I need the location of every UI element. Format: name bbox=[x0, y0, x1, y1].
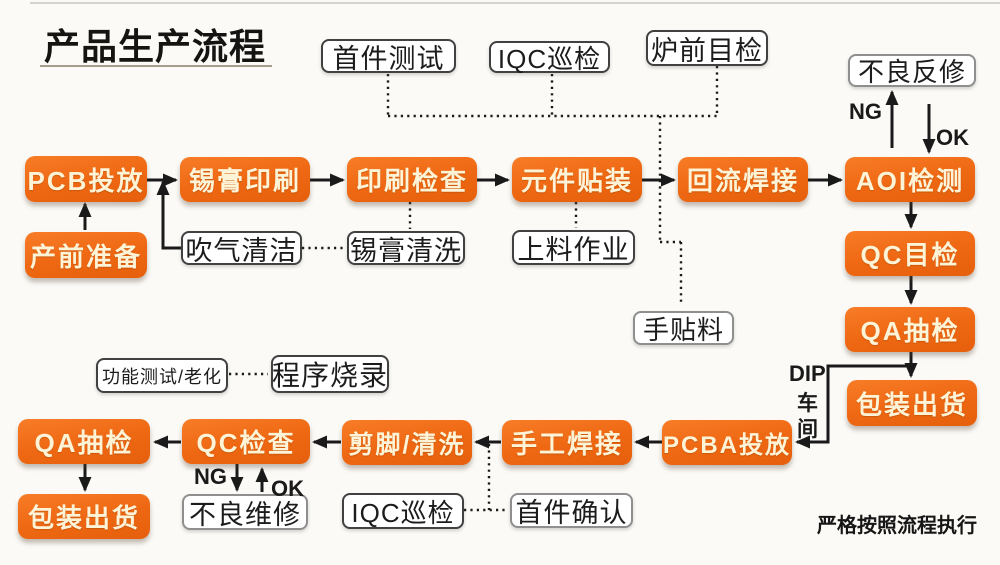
node-qa-choujian-right: QA抽检 bbox=[845, 307, 975, 352]
node-qc-jiancha: QC检查 bbox=[182, 419, 310, 464]
node-qa-choujian-bottom: QA抽检 bbox=[18, 419, 150, 464]
top-edge-artifact bbox=[30, 2, 1000, 4]
node-xigao-yinshua: 锡膏印刷 bbox=[180, 157, 310, 202]
node-buliang-fanxiu: 不良反修 bbox=[848, 54, 976, 87]
footer-note: 严格按照流程执行 bbox=[817, 515, 977, 537]
node-chanqian-zhunbei: 产前准备 bbox=[25, 232, 147, 278]
node-jianjiao-qingxi: 剪脚/清洗 bbox=[342, 420, 472, 465]
node-shoujian-ceshi: 首件测试 bbox=[321, 39, 456, 74]
label-dip-che: 车 bbox=[797, 392, 818, 415]
label-ng-bottom: NG bbox=[194, 464, 227, 489]
node-yinshua-jiancha: 印刷检查 bbox=[347, 157, 477, 202]
page-title: 产品生产流程 bbox=[44, 26, 267, 67]
node-shougong-hanjie: 手工焊接 bbox=[502, 420, 632, 465]
node-aoi-jiance: AOI检测 bbox=[845, 157, 975, 202]
node-pcba-touru: PCBA投放 bbox=[662, 420, 792, 465]
node-baozhuang-chuhuo-right: 包装出货 bbox=[847, 380, 977, 426]
node-qc-mujian: QC目检 bbox=[845, 231, 975, 276]
node-iqc-xunjian-top: IQC巡检 bbox=[489, 41, 610, 74]
node-xigao-qingxi: 锡膏清洗 bbox=[347, 231, 465, 266]
node-huiliu-hanjie: 回流焊接 bbox=[678, 157, 808, 202]
edge-dip-branch-to-pcba bbox=[795, 364, 911, 449]
node-baozhuang-chuhuo-bottom: 包装出货 bbox=[18, 494, 150, 539]
node-pcb-touru: PCB投放 bbox=[25, 156, 147, 202]
node-iqc-xunjian-bottom: IQC巡检 bbox=[342, 493, 464, 529]
node-shoujian-queren: 首件确认 bbox=[510, 493, 633, 528]
label-dip-jian: 间 bbox=[797, 418, 818, 441]
node-chuiqi-qingjie: 吹气清洁 bbox=[181, 231, 302, 266]
label-ok-bottom: OK bbox=[271, 476, 304, 501]
node-luqian-mujian: 炉前目检 bbox=[646, 30, 768, 66]
node-shoutie-liao: 手贴料 bbox=[633, 311, 734, 345]
label-ng-top: NG bbox=[849, 99, 882, 124]
title-underline bbox=[40, 65, 272, 67]
node-yuanjian-tiezhuang: 元件贴装 bbox=[512, 157, 642, 202]
label-ok-top: OK bbox=[936, 125, 969, 150]
node-buliang-weixiu: 不良维修 bbox=[182, 494, 308, 530]
node-shangliao-zuoye: 上料作业 bbox=[512, 230, 635, 265]
node-chengxu-shaolu: 程序烧录 bbox=[271, 355, 389, 393]
label-dip-text: DIP bbox=[789, 361, 826, 386]
node-gongneng-ceshi: 功能测试/老化 bbox=[96, 358, 228, 393]
edge-chuiqi-to-mainline bbox=[156, 180, 181, 250]
